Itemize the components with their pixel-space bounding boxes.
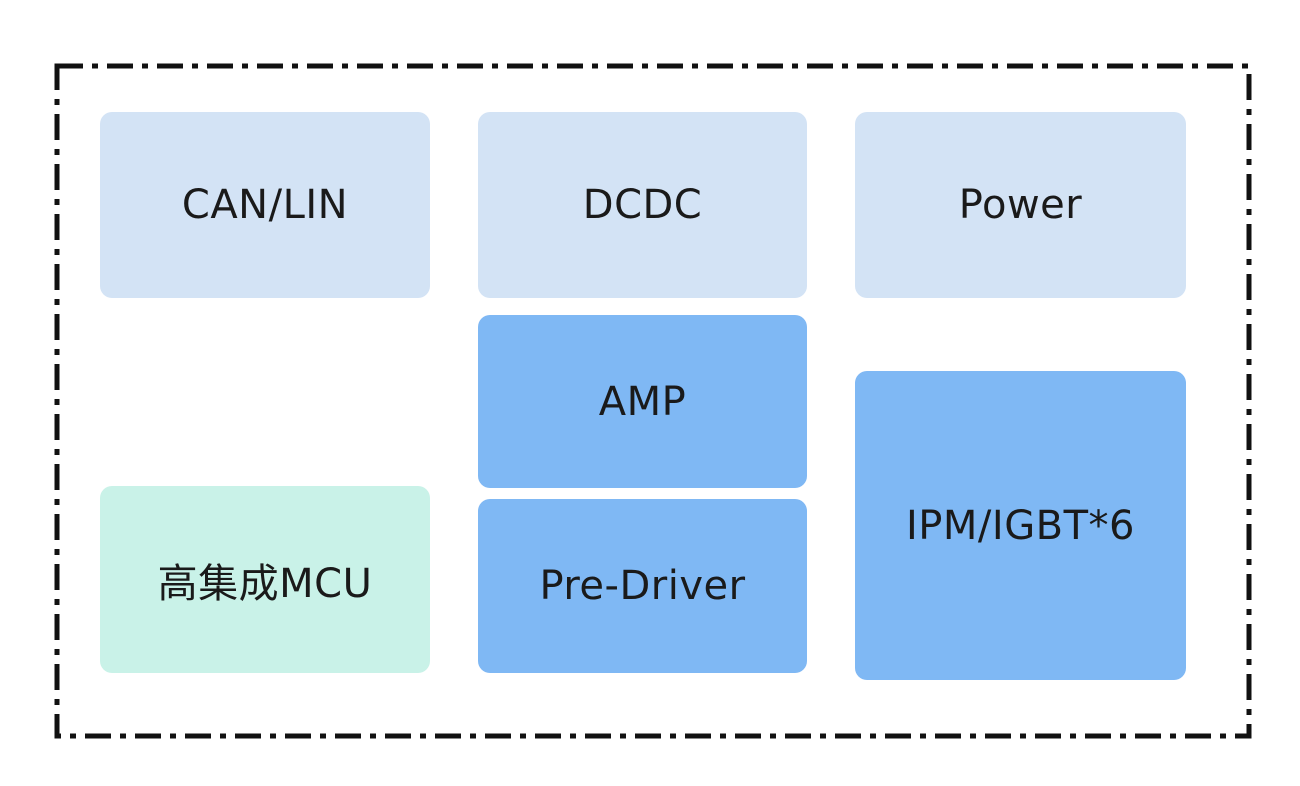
block-can-lin-label: CAN/LIN — [181, 182, 349, 228]
block-ipm-igbt-label: IPM/IGBT*6 — [905, 502, 1136, 549]
block-mcu: 高集成MCU — [100, 486, 430, 673]
block-dcdc: DCDC — [478, 112, 807, 298]
block-amp: AMP — [478, 315, 807, 488]
block-dcdc-label: DCDC — [582, 182, 703, 228]
block-mcu-label: 高集成MCU — [157, 560, 373, 607]
block-power-label: Power — [958, 182, 1083, 228]
block-pre-driver: Pre-Driver — [478, 499, 807, 673]
block-power: Power — [855, 112, 1186, 298]
block-amp-label: AMP — [598, 378, 687, 425]
block-pre-driver-label: Pre-Driver — [539, 563, 746, 609]
block-can-lin: CAN/LIN — [100, 112, 430, 298]
block-ipm-igbt: IPM/IGBT*6 — [855, 371, 1186, 680]
